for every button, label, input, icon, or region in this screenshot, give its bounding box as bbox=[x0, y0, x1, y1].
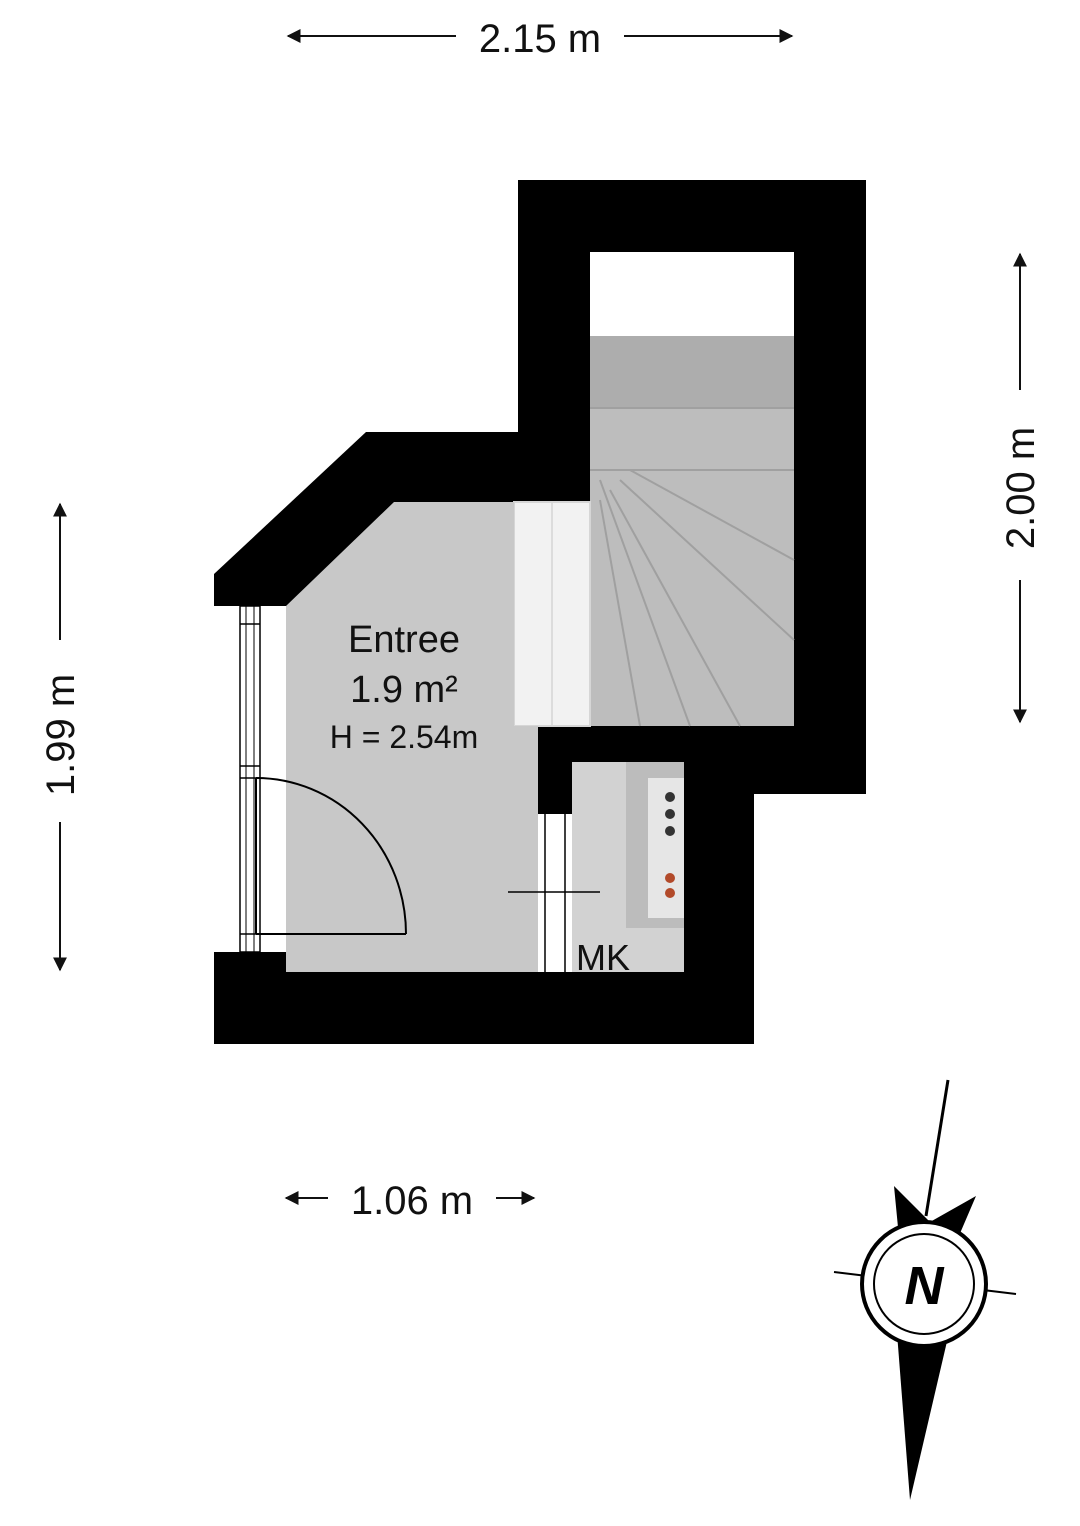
closet-door bbox=[538, 814, 572, 972]
stair-opening bbox=[590, 252, 794, 336]
entree-floor bbox=[286, 502, 538, 972]
closet-label: MK bbox=[576, 937, 630, 978]
room-height: H = 2.54m bbox=[330, 719, 479, 755]
meter-cupboard: MK bbox=[508, 762, 684, 978]
stair-steps bbox=[590, 407, 795, 727]
compass-letter: N bbox=[905, 1256, 945, 1316]
dimension-top-label: 2.15 m bbox=[479, 17, 601, 61]
front-window bbox=[214, 605, 286, 972]
dimension-right-label: 2.00 m bbox=[999, 427, 1043, 549]
room-area: 1.9 m² bbox=[350, 669, 458, 711]
dimension-left-label: 1.99 m bbox=[39, 674, 83, 796]
compass-icon: N bbox=[833, 1079, 1017, 1500]
dimension-bottom-label: 1.06 m bbox=[351, 1179, 473, 1223]
room-name: Entree bbox=[348, 619, 460, 661]
door-swing bbox=[255, 777, 407, 935]
stair-area bbox=[513, 252, 795, 727]
stair-upper-step bbox=[590, 336, 794, 408]
